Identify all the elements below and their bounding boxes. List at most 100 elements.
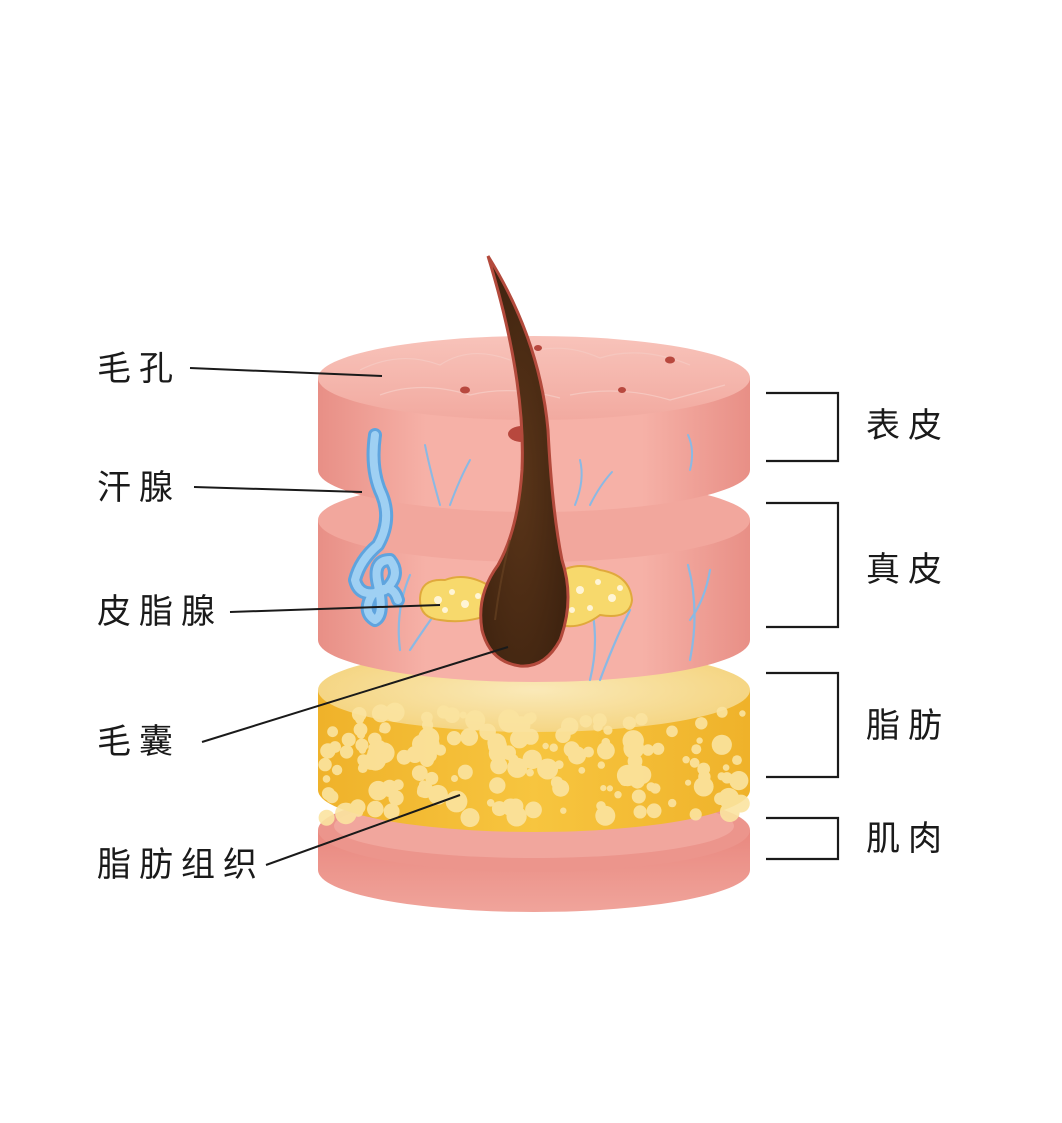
fat-bubble <box>622 716 636 730</box>
fat-bubble <box>578 767 586 774</box>
fat-bubble <box>555 727 571 743</box>
fat-bubble <box>593 721 603 732</box>
fat-bubble <box>479 723 496 741</box>
fat-bubble <box>460 808 480 828</box>
fat-bubble <box>685 779 692 786</box>
fat-bubble <box>537 758 559 780</box>
sebaceous-dots <box>434 579 623 613</box>
fat-bubble <box>560 807 567 814</box>
fat-bubble <box>385 702 405 722</box>
fat-bubble <box>371 704 390 723</box>
leader-lines <box>189 367 509 866</box>
fat-bubble <box>682 756 690 764</box>
fat-bubble <box>392 779 404 791</box>
fat-bubble <box>379 722 391 734</box>
fat-bubble <box>383 803 400 820</box>
fat-bubble <box>460 728 479 746</box>
label-epidermis: 表皮 <box>866 406 950 446</box>
fat-bubble <box>353 807 364 817</box>
fat-bubble <box>486 799 495 807</box>
fat-bubble <box>451 775 458 782</box>
fat-bubble <box>595 805 616 826</box>
fat-bubble <box>457 764 473 780</box>
label-sebaceous-gland: 皮脂腺 <box>97 592 223 632</box>
brackets <box>766 391 840 861</box>
fat-bubble <box>734 779 744 788</box>
fat-bubble <box>549 743 558 752</box>
label-dermis: 真皮 <box>866 550 950 590</box>
fat-bubble <box>646 803 662 819</box>
label-sweat-gland: 汗腺 <box>97 468 181 508</box>
fat-bubble <box>635 713 648 726</box>
fat-bubble <box>732 755 742 765</box>
fat-bubble <box>513 801 522 810</box>
fat-bubble <box>597 741 615 760</box>
fat-bubble <box>525 752 541 768</box>
fat-bubble <box>322 775 331 783</box>
fat-bubble <box>368 780 389 801</box>
fat-bubble <box>633 805 647 819</box>
fat-bubble <box>318 809 335 826</box>
fat-bubble <box>419 735 440 756</box>
fat-bubble <box>459 711 467 719</box>
fat-bubble <box>542 742 549 750</box>
fat-bubble <box>465 710 486 731</box>
fat-bubble <box>331 764 343 776</box>
fat-bubble <box>417 781 434 799</box>
fat-bubble <box>597 761 605 769</box>
fat-bubble <box>510 729 529 749</box>
fat-bubble <box>360 762 367 769</box>
fat-bubble <box>446 731 462 746</box>
fat-bubble <box>652 742 665 755</box>
sweat-gland <box>348 428 405 627</box>
fat-bubble <box>717 772 726 781</box>
fat-bubble <box>718 787 740 809</box>
fat-bubble <box>606 785 614 792</box>
fat-bubble <box>603 725 613 735</box>
fat-bubble <box>488 744 508 763</box>
fat-bubble <box>693 776 714 797</box>
fat-bubble <box>415 750 422 758</box>
fat-bubble <box>632 765 652 785</box>
fat-bubble <box>525 801 542 819</box>
fat-bubble <box>724 803 735 814</box>
fat-bubble <box>327 726 338 738</box>
fat-bubble <box>367 800 384 818</box>
label-fat: 脂肪 <box>866 706 950 746</box>
fat-bubble <box>445 790 468 813</box>
fat-bubble <box>691 744 702 755</box>
fat-bubble <box>600 785 607 792</box>
fat-bubble <box>689 757 700 768</box>
fat-bubble <box>339 745 354 759</box>
label-muscle: 肌肉 <box>866 819 950 859</box>
fat-bubble <box>642 744 654 756</box>
fat-bubble <box>623 738 645 759</box>
epidermis-vessels <box>424 434 694 506</box>
fat-bubble <box>507 757 528 778</box>
fat-bubble <box>614 791 622 799</box>
fat-bubble <box>437 705 451 719</box>
fat-bubble <box>624 743 632 750</box>
fat-bubble <box>552 779 570 797</box>
fat-bubble <box>358 746 367 754</box>
fat-bubble <box>716 706 728 718</box>
fat-bubble <box>583 746 594 758</box>
skin-texture <box>359 347 726 401</box>
fat-bubble <box>563 741 580 758</box>
fat-bubble <box>711 734 732 755</box>
fat-bubble <box>320 743 336 759</box>
label-hair-follicle: 毛囊 <box>97 722 181 762</box>
fat-bubble <box>318 757 332 772</box>
fat-bubble <box>666 725 678 738</box>
fat-bubble <box>356 730 366 739</box>
fat-bubble <box>526 768 534 777</box>
fat-bubble <box>357 754 370 767</box>
hair-follicle <box>479 255 570 668</box>
label-pore: 毛孔 <box>97 349 181 389</box>
fat-bubble <box>695 717 708 730</box>
fat-bubble <box>325 790 339 804</box>
fat-layer <box>318 648 750 832</box>
fat-bubble <box>411 765 428 781</box>
